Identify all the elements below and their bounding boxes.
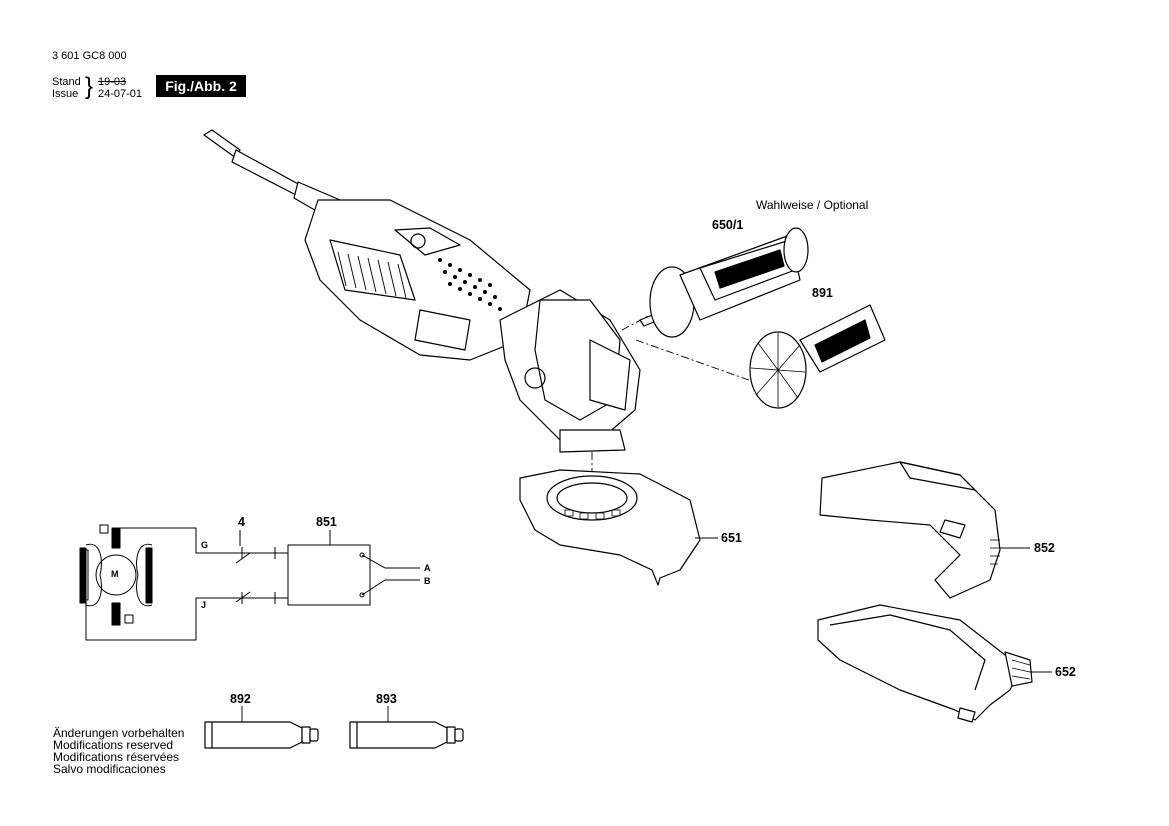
- callout-893: 893: [376, 692, 397, 706]
- guard-652: [817, 604, 1033, 723]
- callout-892: 892: [230, 692, 251, 706]
- issue-label: Issue: [52, 88, 79, 100]
- callout-891: 891: [812, 286, 833, 300]
- disclaimer-en: Modifications reserved: [53, 738, 174, 752]
- terminal-g-label: G: [201, 540, 209, 550]
- side-handle-650-1: [639, 227, 809, 338]
- callout-852: 852: [1034, 541, 1055, 555]
- callout-652: 652: [1055, 665, 1076, 679]
- callout-4: 4: [238, 515, 245, 529]
- guard-852: [819, 461, 1001, 599]
- angle-grinder: [203, 129, 641, 453]
- stand-date: 19-03: [98, 76, 127, 88]
- terminal-a-label: A: [424, 563, 431, 573]
- callout-851: 851: [316, 515, 337, 529]
- disclaimer-es: Salvo modificaciones: [53, 762, 166, 776]
- terminal-j-label: J: [201, 600, 207, 610]
- terminal-b-label: B: [424, 576, 431, 586]
- callout-651: 651: [721, 531, 742, 545]
- optional-note: Wahlweise / Optional: [756, 198, 869, 212]
- wiring-diagram: [79, 524, 420, 641]
- grease-tube-893: [349, 721, 464, 749]
- issue-date: 24-07-01: [98, 88, 143, 100]
- part-number: 3 601 GC8 000: [52, 50, 127, 62]
- motor-label: M: [111, 569, 119, 579]
- guard-651: [519, 469, 701, 586]
- side-handle-891: [749, 304, 886, 409]
- grease-tube-892: [204, 721, 319, 749]
- disclaimer-de: Änderungen vorbehalten: [53, 726, 185, 740]
- stand-label: Stand: [52, 76, 81, 88]
- callout-650-1: 650/1: [712, 218, 744, 232]
- figure-label: Fig./Abb. 2: [156, 75, 246, 97]
- disclaimer-fr: Modifications réservées: [53, 750, 180, 764]
- brace-icon: }: [85, 73, 94, 100]
